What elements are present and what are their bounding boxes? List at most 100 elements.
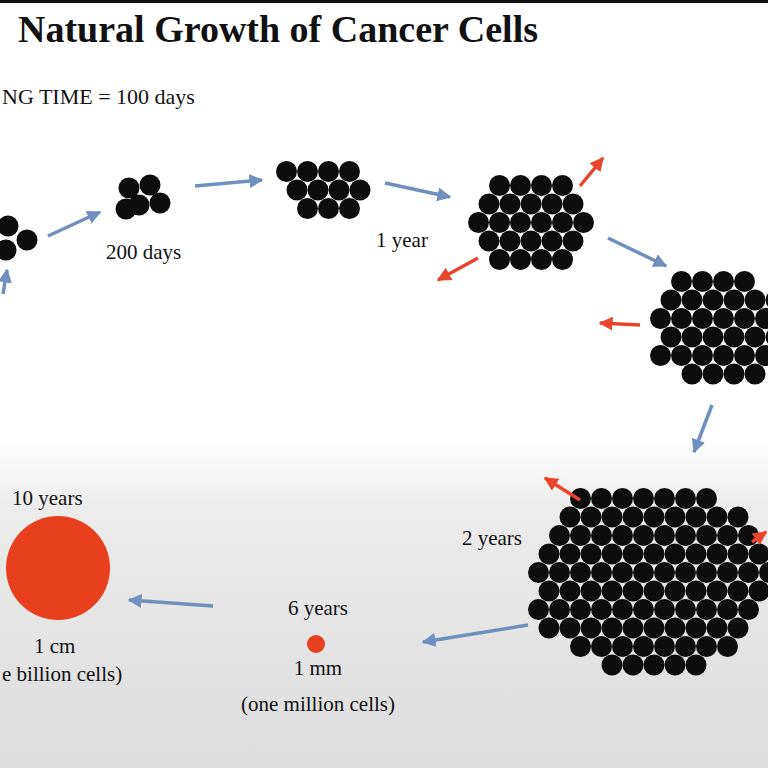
cancer-cell xyxy=(623,581,644,602)
cancer-cell xyxy=(297,198,318,219)
cancer-cell xyxy=(602,507,623,528)
cancer-cell xyxy=(707,507,728,528)
cancer-cell xyxy=(633,525,654,546)
cancer-cell xyxy=(707,581,728,602)
cancer-cell xyxy=(318,161,339,182)
diagram-title: Natural Growth of Cancer Cells xyxy=(18,8,538,52)
growth-arrow xyxy=(385,183,450,197)
spread-arrow xyxy=(438,258,478,280)
cancer-cell xyxy=(116,199,137,220)
cancer-cell xyxy=(654,599,675,620)
cancer-cell xyxy=(734,271,755,292)
spread-arrows xyxy=(438,158,766,542)
tumor-1mm xyxy=(307,635,325,653)
cancer-cell xyxy=(703,290,724,311)
cancer-cell xyxy=(542,194,563,215)
cancer-cell xyxy=(696,562,717,583)
cancer-cell xyxy=(560,507,581,528)
cancer-cell xyxy=(570,636,591,657)
cancer-cell xyxy=(510,212,531,233)
cancer-cell xyxy=(500,231,521,252)
cancer-cell xyxy=(318,198,339,219)
cancer-cell xyxy=(759,562,768,583)
cancer-cell xyxy=(510,175,531,196)
cancer-cell xyxy=(728,544,749,565)
cancer-cell xyxy=(654,488,675,509)
cancer-cell xyxy=(591,488,612,509)
cancer-cell xyxy=(703,364,724,385)
cancer-cell xyxy=(675,488,696,509)
cancer-cell xyxy=(542,231,563,252)
cancer-cell xyxy=(581,618,602,639)
cancer-cell xyxy=(521,231,542,252)
cancer-cell xyxy=(665,544,686,565)
cancer-cell xyxy=(612,488,633,509)
cancer-cell xyxy=(468,212,489,233)
cancer-cell xyxy=(675,599,696,620)
cancer-cell xyxy=(539,618,560,639)
cancer-cell xyxy=(570,562,591,583)
cancer-cell xyxy=(703,327,724,348)
cancer-cell xyxy=(479,194,500,215)
frame-line xyxy=(0,0,768,3)
cancer-cell xyxy=(644,655,665,676)
cancer-cell xyxy=(602,581,623,602)
cancer-cell xyxy=(573,212,594,233)
stage-size: e billion cells) xyxy=(2,662,122,686)
cancer-cell xyxy=(692,345,713,366)
cancer-cell xyxy=(602,618,623,639)
cancer-cell xyxy=(696,488,717,509)
cancer-cell xyxy=(591,525,612,546)
cancer-cell xyxy=(682,327,703,348)
cancer-cell xyxy=(713,308,734,329)
growth-arrows xyxy=(3,180,712,452)
cancer-cell xyxy=(339,161,360,182)
cancer-cell xyxy=(654,525,675,546)
cancer-cell xyxy=(713,345,734,366)
cancer-cell xyxy=(686,618,707,639)
stage-size: (one million cells) xyxy=(213,692,423,716)
cancer-cell xyxy=(612,636,633,657)
cancer-cell xyxy=(150,193,171,214)
growth-arrow xyxy=(423,625,528,642)
cancer-cell xyxy=(717,525,738,546)
spread-arrow xyxy=(545,478,580,500)
cancer-cell xyxy=(623,544,644,565)
cancer-cell xyxy=(745,327,766,348)
cancer-cell xyxy=(531,175,552,196)
cell-clusters xyxy=(0,161,768,676)
cancer-cell xyxy=(500,194,521,215)
cancer-cell xyxy=(755,308,768,329)
cancer-cell xyxy=(560,581,581,602)
cancer-cell xyxy=(276,161,297,182)
cancer-cell xyxy=(560,544,581,565)
cancer-cell xyxy=(0,216,19,237)
stage-age: 6 years xyxy=(213,596,423,620)
cancer-cell xyxy=(479,231,500,252)
cancer-cell xyxy=(489,249,510,270)
cancer-cell xyxy=(654,636,675,657)
cancer-cell xyxy=(665,581,686,602)
spread-arrow xyxy=(600,323,640,325)
cancer-cell xyxy=(539,544,560,565)
growth-arrow xyxy=(195,180,262,186)
cancer-cell xyxy=(581,507,602,528)
cancer-cell xyxy=(661,290,682,311)
cancer-cell xyxy=(644,544,665,565)
stage-size: 1 cm xyxy=(34,634,75,658)
cancer-cell xyxy=(654,562,675,583)
tumor-1cm xyxy=(6,516,110,620)
cancer-cell xyxy=(602,544,623,565)
cancer-cell xyxy=(549,525,570,546)
cancer-cell xyxy=(671,345,692,366)
growth-arrow xyxy=(129,600,213,606)
cancer-cell xyxy=(686,581,707,602)
cancer-cell xyxy=(738,562,759,583)
cancer-cell xyxy=(521,194,542,215)
cancer-cell xyxy=(612,599,633,620)
stage-label: 200 days xyxy=(106,240,181,264)
cancer-cell xyxy=(734,308,755,329)
cancer-cell xyxy=(717,599,738,620)
